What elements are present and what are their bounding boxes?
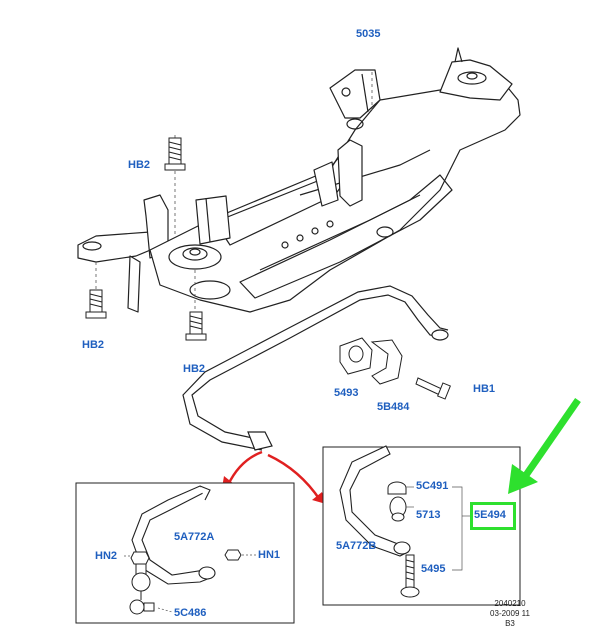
callout-hb2-bottom[interactable]: HB2 [183, 363, 206, 375]
reference-date: 03-2009 11 [490, 609, 530, 618]
clamp-5b484 [370, 339, 403, 385]
callout-5a772b[interactable]: 5A772B [336, 540, 377, 552]
bolt-5495 [400, 554, 420, 598]
dashed-leaders [95, 72, 373, 312]
callout-5c486[interactable]: 5C486 [174, 607, 207, 619]
bushing-5713 [389, 496, 407, 522]
highlight-box-5e494 [470, 502, 516, 530]
stabilizer-link-5a772b [339, 445, 411, 557]
reference-variant: B3 [505, 619, 515, 628]
callout-5b484[interactable]: 5B484 [377, 401, 410, 413]
subframe-crossmember [77, 47, 521, 313]
callout-5a772a[interactable]: 5A772A [174, 531, 215, 543]
callout-5493[interactable]: 5493 [334, 387, 359, 399]
ball-joint-5c486 [129, 563, 155, 615]
callout-hb1[interactable]: HB1 [473, 383, 496, 395]
inset-left-frame [75, 482, 295, 624]
callout-5e494[interactable]: 5E494 [474, 509, 506, 521]
stabilizer-bar [182, 285, 449, 451]
callout-5035[interactable]: 5035 [356, 28, 381, 40]
stabilizer-link-5a772a [131, 485, 216, 585]
callout-hb2-left[interactable]: HB2 [82, 339, 105, 351]
callout-hn1[interactable]: HN1 [258, 549, 281, 561]
green-pointer-arrow [508, 398, 581, 494]
callout-5495[interactable]: 5495 [421, 563, 446, 575]
callout-hb2-top[interactable]: HB2 [128, 159, 151, 171]
bolt-hb2-bottom [185, 311, 207, 341]
bolt-hb1 [415, 377, 451, 400]
nut-hn1 [224, 549, 242, 561]
callout-5c491[interactable]: 5C491 [416, 480, 449, 492]
callout-hn2[interactable]: HN2 [95, 550, 118, 562]
diagram-reference-code: 2040210 03-2009 11 B3 [470, 599, 550, 629]
inset-left-leaders [124, 554, 256, 613]
bushing-5c491 [387, 481, 407, 495]
reference-number: 2040210 [494, 599, 526, 608]
callout-5713[interactable]: 5713 [416, 509, 441, 521]
bolt-hb2-top [164, 137, 186, 171]
bolt-hb2-left [85, 289, 107, 319]
inset-right-leaders [406, 486, 472, 571]
nut-hn2 [130, 551, 150, 565]
bushing-5493 [339, 337, 373, 375]
